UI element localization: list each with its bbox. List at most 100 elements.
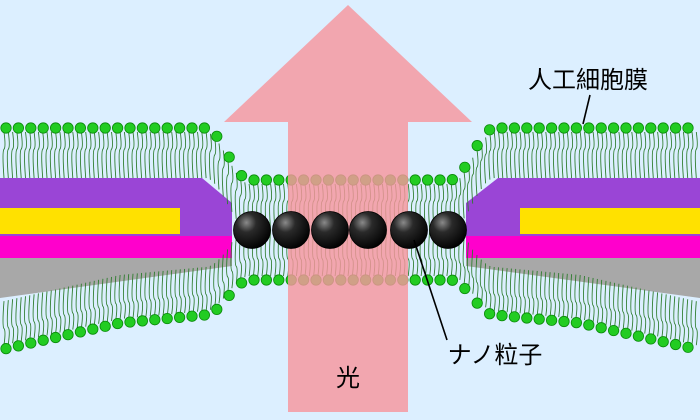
lipid-tail [79, 131, 83, 179]
lipid-tail [694, 301, 698, 346]
lipid-tail [45, 131, 49, 179]
lipid-tail [92, 280, 96, 325]
lipid-head [595, 122, 607, 134]
lipid-tail [234, 172, 238, 219]
lipid-head [161, 122, 173, 134]
lipid-head [471, 297, 483, 309]
lipid-tail [681, 298, 685, 343]
lipid-tail [226, 158, 230, 205]
lipid-head [174, 122, 186, 134]
lipid-head [645, 122, 657, 134]
lipid-tail [647, 131, 651, 179]
lipid-head [37, 334, 49, 346]
lipid-tail [101, 278, 105, 323]
lipid-tail [32, 131, 36, 179]
lipid-tail [514, 131, 518, 179]
lipid-tail [651, 131, 655, 179]
lipid-tail [131, 273, 135, 318]
lipid-tail [110, 276, 113, 321]
nanoparticle [311, 211, 349, 249]
lipid-tail [600, 131, 604, 179]
nanoparticle-row [233, 211, 467, 249]
lipid-head [62, 329, 74, 341]
lipid-tail [548, 272, 552, 317]
lipid-tail [183, 131, 187, 179]
lipid-head [645, 333, 657, 345]
nanoparticle [233, 211, 271, 249]
lipid-tail [178, 269, 182, 314]
lipid-tail [535, 131, 539, 179]
lipid-tail [187, 131, 191, 179]
lipid-tail [484, 263, 488, 308]
lipid-tail [587, 131, 591, 179]
lipid-tail [501, 131, 505, 179]
lipid-head [669, 338, 682, 351]
lipid-tail [488, 133, 492, 180]
lipid-tail [578, 131, 582, 179]
lipid-tail [630, 131, 634, 179]
lipid-tail [84, 131, 88, 179]
lipid-tail [183, 268, 187, 313]
lipid-head [49, 122, 62, 134]
lipid-tail [591, 131, 595, 179]
lipid-tail [105, 131, 109, 179]
lipid-tail [148, 131, 152, 179]
lipid-tail [561, 273, 565, 318]
lipid-tail [595, 278, 599, 323]
lipid-tail [664, 131, 668, 179]
nanoparticle [429, 211, 467, 249]
lipid-head [12, 122, 24, 134]
right-magenta-layer [466, 236, 700, 258]
lipid-tail [15, 131, 19, 179]
lipid-tail [11, 299, 15, 344]
lipid-tail [479, 142, 483, 190]
lipid-tail [49, 290, 53, 335]
lipid-tail [604, 131, 608, 179]
lipid-tail [514, 268, 518, 314]
lipid-tail [140, 131, 144, 179]
lipid-tail [643, 131, 647, 179]
lipid-tail [32, 294, 36, 339]
lipid-tail [578, 275, 582, 320]
lipid-tail [84, 282, 88, 327]
lipid-tail [11, 131, 15, 179]
lipid-tail [226, 249, 230, 294]
lipid-tail [574, 274, 578, 319]
lipid-head [459, 161, 471, 173]
lipid-tail [213, 137, 217, 184]
lipid-head [409, 274, 421, 286]
lipid-tail [114, 131, 118, 179]
lipid-tail [204, 132, 208, 179]
lipid-tail [67, 286, 70, 331]
lipid-head [570, 317, 583, 329]
lipid-tail [471, 157, 475, 204]
lipid-tail [49, 131, 53, 179]
right-gray-layer [466, 258, 700, 298]
lipid-head [149, 314, 161, 326]
lipid-tail [651, 291, 655, 336]
lipid-tail [677, 131, 681, 179]
lipid-tail [686, 299, 690, 344]
lipid-tail [208, 265, 212, 310]
lipid-head [657, 336, 669, 348]
lipid-tail [613, 282, 617, 327]
lipid-tail [634, 131, 638, 179]
lipid-tail [595, 131, 599, 179]
lipid-tail [157, 131, 161, 179]
lipid-head [37, 122, 49, 134]
lipid-tail [527, 270, 531, 315]
lipid-head [236, 277, 248, 289]
lipid-tail [462, 172, 466, 219]
lipid-tail [544, 271, 548, 316]
lipid-tail [570, 274, 574, 319]
lipid-tail [626, 131, 629, 179]
lipid-head [0, 122, 12, 134]
lipid-head [211, 303, 223, 315]
lipid-tail [423, 183, 427, 231]
lipid-tail [161, 131, 165, 179]
right-electrode-stack [466, 178, 700, 298]
lipid-tail [561, 131, 565, 179]
lipid-tail [690, 300, 694, 345]
lipid-tail [191, 268, 195, 313]
